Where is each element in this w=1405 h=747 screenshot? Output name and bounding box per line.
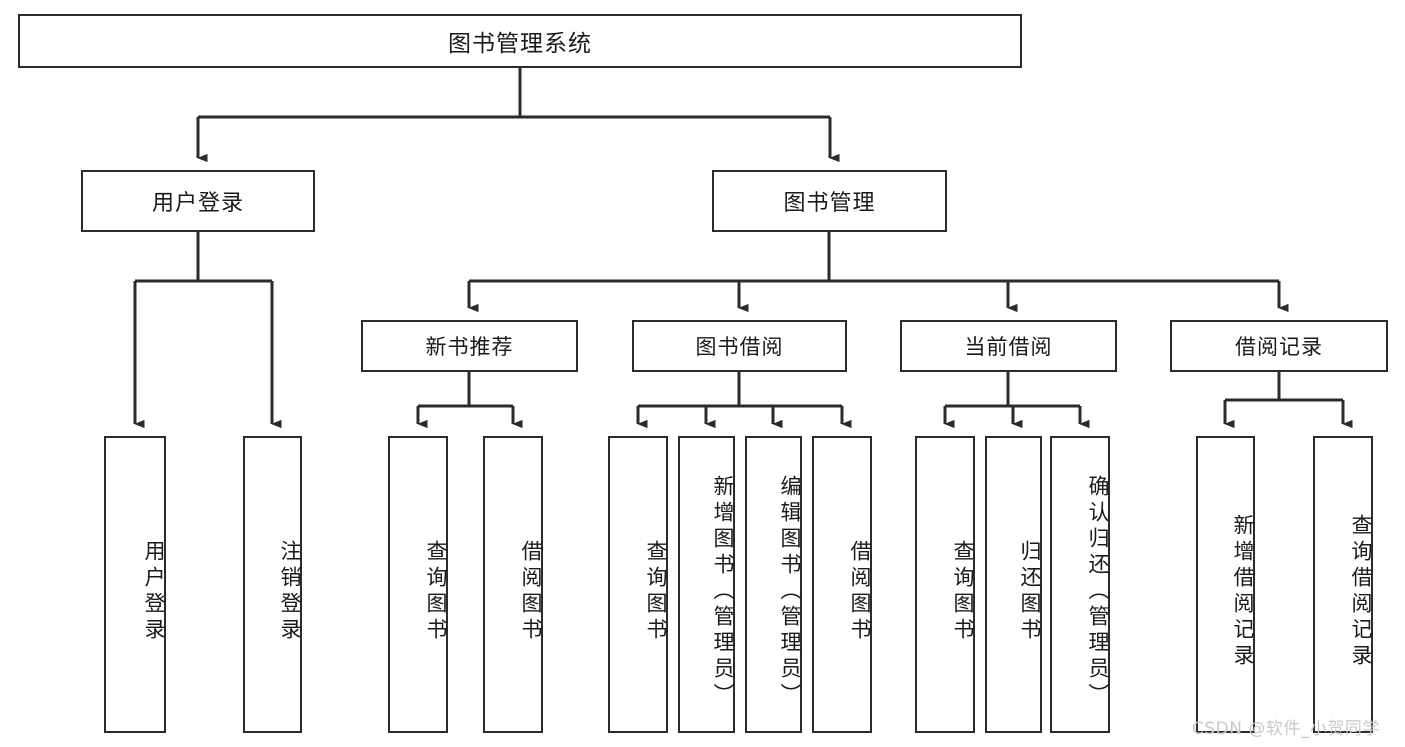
node-level3-current-borrow[interactable]: 当前借阅 xyxy=(900,320,1117,372)
leaf-node-borrow-book[interactable]: 借阅图书 xyxy=(812,436,872,733)
node-label: 新书推荐 xyxy=(425,335,514,359)
node-label: 当前借阅 xyxy=(964,335,1053,359)
leaf-node-confirm-return-admin[interactable]: 确认归还（管理员） xyxy=(1050,436,1110,733)
node-label: 用户登录 xyxy=(151,191,244,216)
leaf-label: 查询借阅记录 xyxy=(1349,513,1373,670)
node-root-label: 图书管理系统 xyxy=(448,31,592,57)
leaf-node-query-book-borrow[interactable]: 查询图书 xyxy=(608,436,668,733)
leaf-label: 确认归还（管理员） xyxy=(1086,474,1110,709)
node-label: 图书管理 xyxy=(783,191,876,216)
leaf-node-borrow-book-recommend[interactable]: 借阅图书 xyxy=(483,436,543,733)
node-level3-borrow-record[interactable]: 借阅记录 xyxy=(1170,320,1388,372)
leaf-label: 查询图书 xyxy=(951,539,975,644)
node-level3-new-book-recommend[interactable]: 新书推荐 xyxy=(361,320,578,372)
leaf-node-add-borrow-record[interactable]: 新增借阅记录 xyxy=(1196,436,1255,733)
leaf-node-query-book-current[interactable]: 查询图书 xyxy=(915,436,975,733)
leaf-node-query-book-recommend[interactable]: 查询图书 xyxy=(388,436,448,733)
node-label: 图书借阅 xyxy=(695,335,784,359)
leaf-label: 查询图书 xyxy=(424,539,448,644)
leaf-label: 注销登录 xyxy=(278,539,302,644)
leaf-label: 编辑图书（管理员） xyxy=(778,474,802,709)
leaf-label: 新增借阅记录 xyxy=(1231,513,1255,670)
leaf-node-user-login[interactable]: 用户登录 xyxy=(104,436,166,733)
leaf-label: 借阅图书 xyxy=(848,539,872,644)
leaf-node-return-book[interactable]: 归还图书 xyxy=(985,436,1042,733)
node-level2-user-login[interactable]: 用户登录 xyxy=(81,170,315,232)
csdn-watermark: CSDN @软件_小贺同学 xyxy=(1192,719,1380,739)
leaf-label: 新增图书（管理员） xyxy=(711,474,735,709)
leaf-node-edit-book-admin[interactable]: 编辑图书（管理员） xyxy=(745,436,802,733)
node-root-system[interactable]: 图书管理系统 xyxy=(18,14,1022,68)
node-level3-book-borrow[interactable]: 图书借阅 xyxy=(632,320,847,372)
leaf-node-query-borrow-record[interactable]: 查询借阅记录 xyxy=(1313,436,1373,733)
node-level2-book-management[interactable]: 图书管理 xyxy=(712,170,947,232)
leaf-node-add-book-admin[interactable]: 新增图书（管理员） xyxy=(678,436,735,733)
leaf-label: 借阅图书 xyxy=(519,539,543,644)
node-label: 借阅记录 xyxy=(1235,335,1323,359)
leaf-node-logout[interactable]: 注销登录 xyxy=(243,436,302,733)
leaf-label: 用户登录 xyxy=(142,539,166,644)
leaf-label: 查询图书 xyxy=(644,539,668,644)
leaf-label: 归还图书 xyxy=(1018,539,1042,644)
